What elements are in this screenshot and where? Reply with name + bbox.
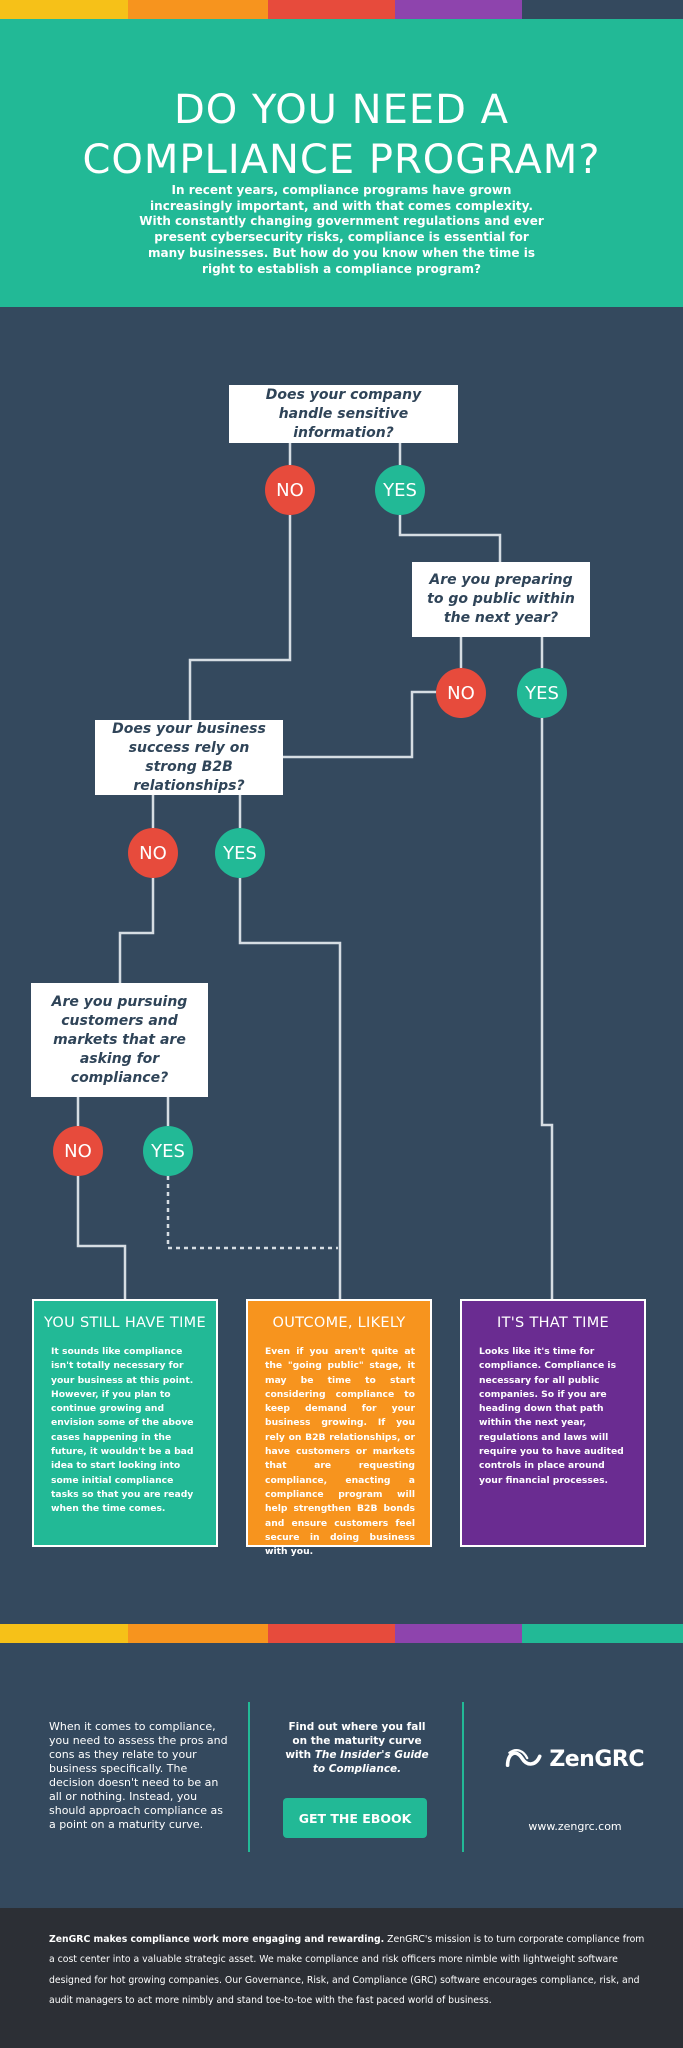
zengrc-brand-name: ZenGRC: [549, 1746, 644, 1772]
outcome-likely-title: OUTCOME, LIKELY: [272, 1315, 406, 1331]
outcome-still-have-time-title: YOU STILL HAVE TIME: [44, 1315, 206, 1331]
question-go-public: Are you preparing to go public within th…: [412, 562, 590, 637]
mid-stripe-yellow: [0, 1624, 128, 1643]
about-body: ZenGRC's mission is to turn corporate co…: [49, 1934, 645, 2006]
outcome-still-have-time: YOU STILL HAVE TIME It sounds like compl…: [32, 1299, 218, 1547]
footer-divider-left: [248, 1702, 250, 1852]
footer-url[interactable]: www.zengrc.com: [528, 1820, 622, 1833]
answer-no-public: NO: [436, 668, 486, 718]
top-stripe-red: [268, 0, 395, 19]
answer-no-markets: NO: [53, 1126, 103, 1176]
footer-cta-line: Find out where you fall on the maturity …: [285, 1721, 426, 1761]
question-sensitive-info: Does your company handle sensitive infor…: [229, 385, 458, 443]
mid-stripe-red: [268, 1624, 395, 1643]
mid-stripe-purple: [395, 1624, 522, 1643]
question-sensitive-info-text: Does your company handle sensitive infor…: [265, 386, 422, 441]
footer-summary: When it comes to compliance, you need to…: [49, 1720, 228, 1831]
answer-yes-b2b: YES: [215, 828, 265, 878]
hero-intro: In recent years, compliance programs hav…: [139, 183, 544, 276]
question-markets: Are you pursuing customers and markets t…: [31, 983, 208, 1097]
about-text: ZenGRC makes compliance work more engagi…: [49, 1930, 649, 2011]
hero-title: DO YOU NEED A COMPLIANCE PROGRAM?: [0, 85, 683, 185]
top-stripe-purple: [395, 0, 522, 19]
top-stripe-navy: [522, 0, 683, 19]
outcome-still-have-time-body: It sounds like compliance isn't totally …: [51, 1346, 194, 1515]
answer-no-sensitive: NO: [265, 465, 315, 515]
answer-no-b2b: NO: [128, 828, 178, 878]
about-lead: ZenGRC makes compliance work more engagi…: [49, 1934, 385, 1945]
question-go-public-text: Are you preparing to go public within th…: [427, 572, 575, 626]
outcome-thats-time: IT'S THAT TIME Looks like it's time for …: [460, 1299, 646, 1547]
outcome-likely-body: Even if you aren't quite at the "going p…: [265, 1346, 415, 1558]
mid-stripe-teal: [522, 1624, 683, 1643]
hero-title-line2: COMPLIANCE PROGRAM?: [82, 137, 601, 183]
mid-stripe-orange: [128, 1624, 268, 1643]
answer-yes-public: YES: [517, 668, 567, 718]
answer-yes-markets: YES: [143, 1126, 193, 1176]
question-markets-text: Are you pursuing customers and markets t…: [51, 993, 188, 1086]
about-section: ZenGRC makes compliance work more engagi…: [0, 1908, 683, 2048]
top-stripe-yellow: [0, 0, 128, 19]
get-ebook-button[interactable]: GET THE EBOOK: [283, 1798, 427, 1838]
question-b2b: Does your business success rely on stron…: [95, 720, 283, 795]
footer-divider-right: [462, 1702, 464, 1852]
zengrc-mark-icon: [505, 1749, 542, 1768]
outcome-likely: OUTCOME, LIKELY Even if you aren't quite…: [246, 1299, 432, 1557]
hero-title-line1: DO YOU NEED A: [173, 87, 510, 133]
hero-banner: DO YOU NEED A COMPLIANCE PROGRAM? In rec…: [0, 19, 683, 307]
footer-cta-text: Find out where you fall on the maturity …: [282, 1720, 432, 1776]
footer-cta-guide: The Insider's Guide to Compliance.: [312, 1749, 429, 1775]
outcome-thats-time-title: IT'S THAT TIME: [497, 1315, 609, 1331]
outcome-thats-time-body: Looks like it's time for compliance. Com…: [479, 1346, 624, 1486]
question-b2b-text: Does your business success rely on stron…: [112, 720, 266, 794]
answer-yes-sensitive: YES: [375, 465, 425, 515]
zengrc-logo: ZenGRC: [504, 1737, 644, 1781]
top-stripe-orange: [128, 0, 268, 19]
